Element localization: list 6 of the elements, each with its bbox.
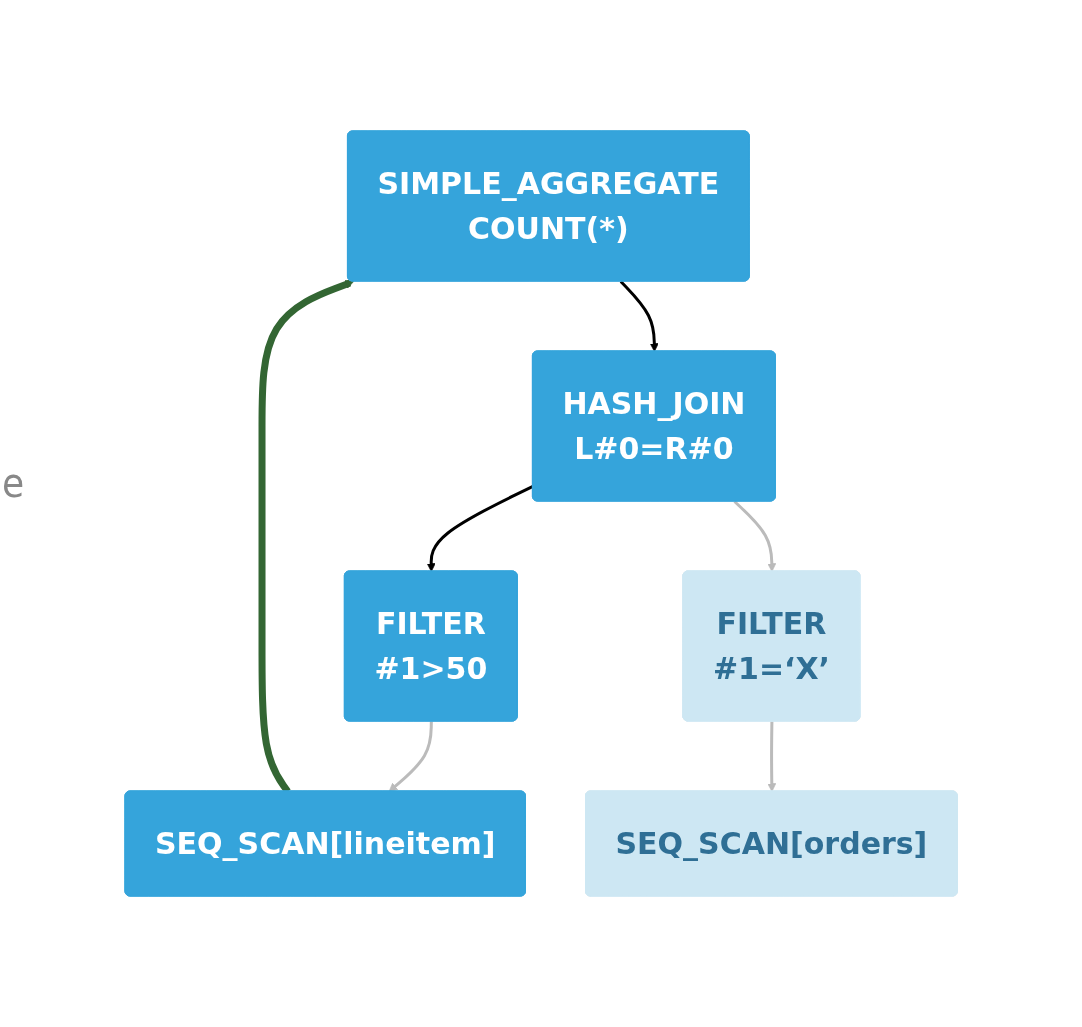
arrow (426, 485, 534, 572)
arrow (619, 280, 659, 352)
arrow (388, 721, 433, 792)
arrow (767, 721, 777, 792)
note-text: e (2, 460, 25, 506)
arrow (733, 500, 777, 572)
